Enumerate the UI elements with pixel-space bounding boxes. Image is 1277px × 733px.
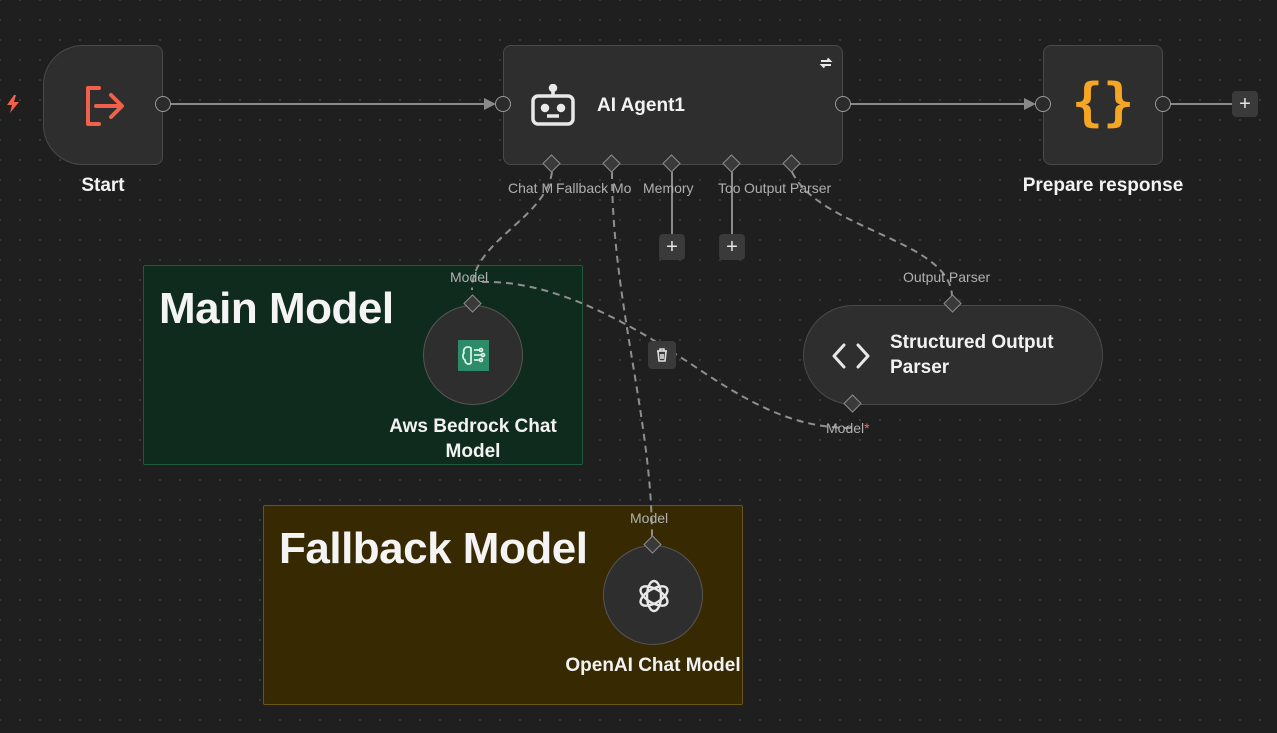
arrowhead	[1024, 98, 1036, 110]
parser-node-label: Structured Output Parser	[890, 332, 1054, 378]
bedrock-brain-icon	[458, 340, 489, 376]
openai-icon	[634, 576, 674, 621]
ai-agent-node-label: AI Agent1	[597, 95, 685, 116]
curly-braces-icon: {}	[1071, 73, 1135, 133]
connection-chat-model-bedrock	[471, 171, 553, 291]
prepare-response-output-port[interactable]	[1155, 96, 1171, 112]
required-mark: *	[864, 420, 870, 436]
start-node-label: Start	[81, 175, 125, 196]
ai-agent-node[interactable]: AI Agent1	[503, 45, 843, 165]
parser-model-label-text: Model	[826, 420, 865, 436]
sticky-note-title: Main Model	[159, 284, 394, 333]
ai-agent-input-port[interactable]	[495, 96, 511, 112]
bedrock-port-label: Model	[450, 269, 489, 285]
port-label-tool: Too	[718, 180, 741, 196]
openai-port-label: Model	[630, 510, 669, 526]
arrowhead	[484, 98, 496, 110]
aws-bedrock-node-label: Aws Bedrock Chat Model	[389, 416, 557, 462]
port-label-chat-model: Chat M	[508, 180, 554, 196]
delete-connection-button[interactable]	[648, 341, 676, 369]
add-tool-button[interactable]: +	[719, 234, 745, 260]
parser-top-port-label: Output Parser	[903, 269, 991, 285]
connection-parser-agent	[791, 171, 953, 298]
sticky-note-title: Fallback Model	[279, 524, 588, 573]
port-label-output-parser: Output Parser	[744, 180, 832, 196]
prepare-response-node[interactable]: {}	[1043, 45, 1163, 165]
ai-agent-output-port[interactable]	[835, 96, 851, 112]
parser-bottom-port-label: Model*	[826, 420, 870, 436]
openai-node-label: OpenAI Chat Model	[565, 655, 741, 676]
robot-icon	[529, 83, 577, 133]
add-memory-button[interactable]: +	[659, 234, 685, 260]
structured-output-parser-node[interactable]: Structured Output Parser	[803, 305, 1103, 405]
trash-icon	[657, 348, 667, 362]
refresh-icon	[818, 55, 834, 76]
connection-parser-model	[481, 280, 853, 429]
connection-fallback-openai	[611, 171, 653, 539]
start-output-port[interactable]	[155, 96, 171, 112]
port-label-memory: Memory	[643, 180, 694, 196]
code-brackets-icon	[832, 340, 870, 377]
aws-bedrock-chat-model-node[interactable]	[423, 305, 523, 405]
add-node-button[interactable]: +	[1232, 91, 1258, 117]
openai-chat-model-node[interactable]	[603, 545, 703, 645]
start-node[interactable]	[43, 45, 163, 165]
prepare-response-node-label: Prepare response	[1022, 175, 1184, 196]
port-label-fallback-model: Fallback Mo	[556, 180, 632, 196]
prepare-response-input-port[interactable]	[1035, 96, 1051, 112]
trigger-icon	[4, 94, 22, 119]
sign-out-icon	[79, 81, 129, 136]
